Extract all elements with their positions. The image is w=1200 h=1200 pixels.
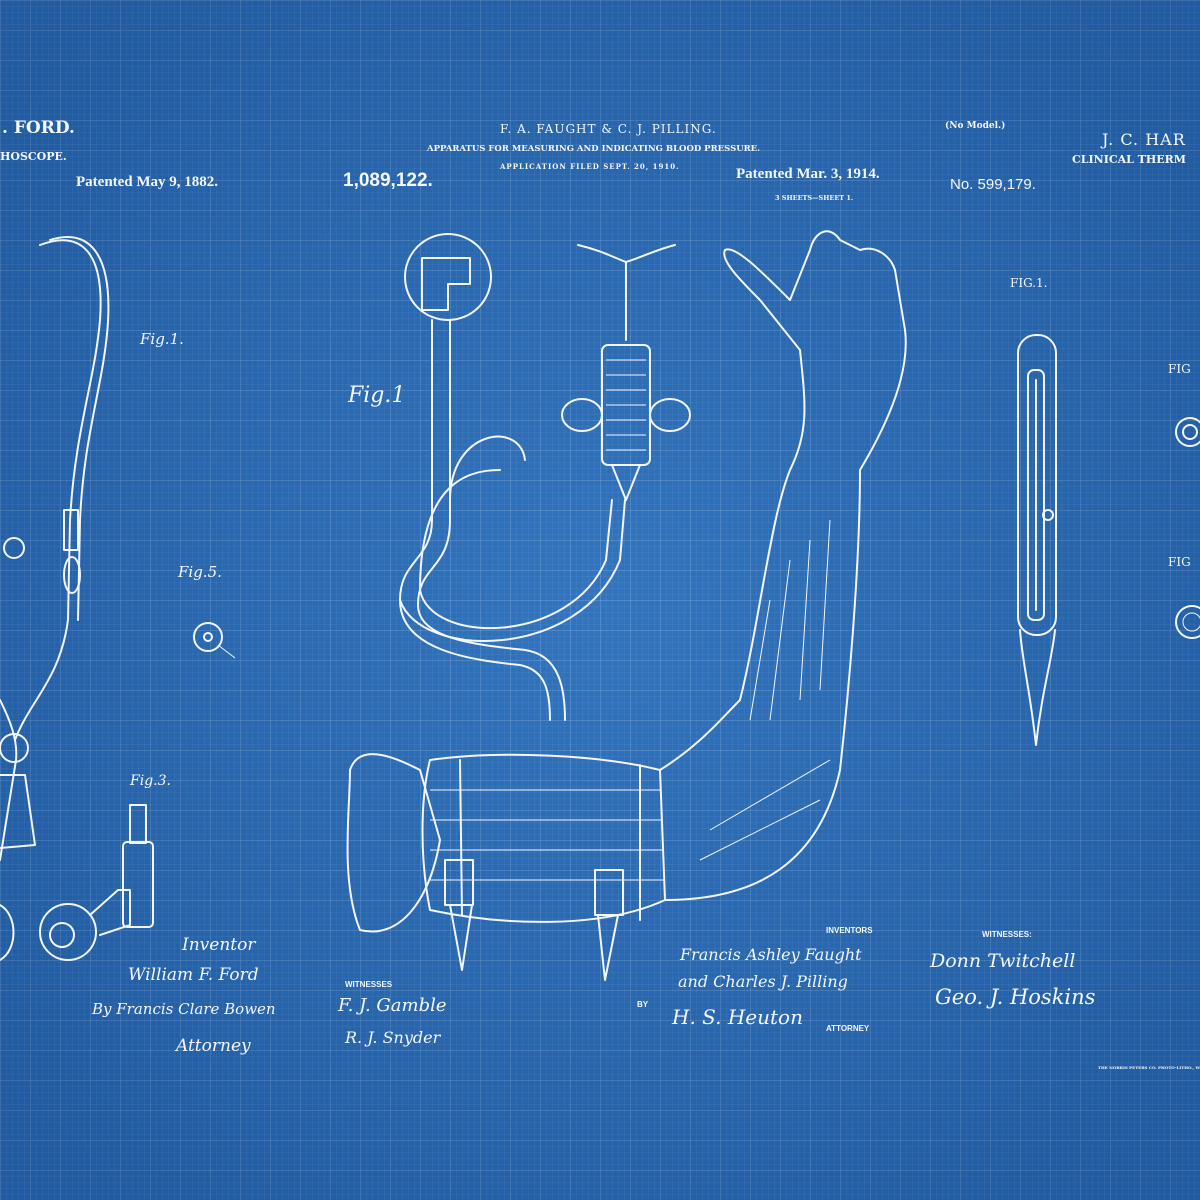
right-inventor-header: J. C. HAR [1102,130,1186,149]
left-patented-date: Patented May 9, 1882. [76,174,219,190]
right-patent-number: No. 599,179. [950,176,1036,193]
left-inventor-label: Inventor [182,935,256,955]
right-witnesses-label: WITNESSES: [982,930,1032,939]
left-fig5-label: Fig.5. [178,563,222,581]
center-sheets: 3 SHEETS—SHEET 1. [775,194,854,202]
left-inventor-header: . FORD. [2,118,75,138]
center-by-label: BY [637,1000,649,1009]
right-witness-signature-2: Geo. J. Hoskins [935,985,1096,1009]
left-attorney-label: Attorney [176,1036,251,1056]
right-fig1-label: FIG.1. [1010,276,1048,290]
right-fig3-label: FIG [1168,555,1191,569]
printer-credit: THE NORRIS PETERS CO. PHOTO-LITHO., W [1098,1065,1200,1070]
right-model-note: (No Model.) [945,121,1006,131]
center-inventors-header: F. A. FAUGHT & C. J. PILLING. [500,122,717,136]
center-patented-date: Patented Mar. 3, 1914. [736,166,880,182]
center-attorney-signature: H. S. Heuton [672,1005,803,1029]
center-application-date: APPLICATION FILED SEPT. 20, 1910. [500,162,680,171]
center-title: APPARATUS FOR MEASURING AND INDICATING B… [427,144,761,154]
center-attorney-label: ATTORNEY [826,1024,870,1033]
blood-pressure-apparatus-drawing [346,230,907,981]
right-title-fragment: CLINICAL THERM [1072,153,1186,166]
left-fig1-label: Fig.1. [140,330,184,348]
left-title-fragment: HOSCOPE. [0,150,67,163]
center-witnesses-label: WITNESSES [345,980,393,989]
right-fig2-label: FIG [1168,362,1191,376]
center-witness-signature-1: F. J. Gamble [338,995,447,1016]
center-inventors-label: INVENTORS [826,926,873,935]
center-witness-signature-2: R. J. Snyder [345,1028,441,1047]
left-inventor-signature: William F. Ford [128,965,259,985]
center-inventor-signature-2: and Charles J. Pilling [678,972,848,991]
right-witness-signature-1: Donn Twitchell [930,950,1076,972]
left-by-signature: By Francis Clare Bowen [92,1000,276,1018]
center-patent-number: 1,089,122. [343,170,433,191]
thermometer-drawing [1017,334,1200,746]
left-fig3-label: Fig.3. [130,773,171,789]
center-fig1-label: Fig.1 [348,383,406,408]
stethoscope-drawing [0,236,236,961]
center-inventor-signature-1: Francis Ashley Faught [680,945,862,964]
